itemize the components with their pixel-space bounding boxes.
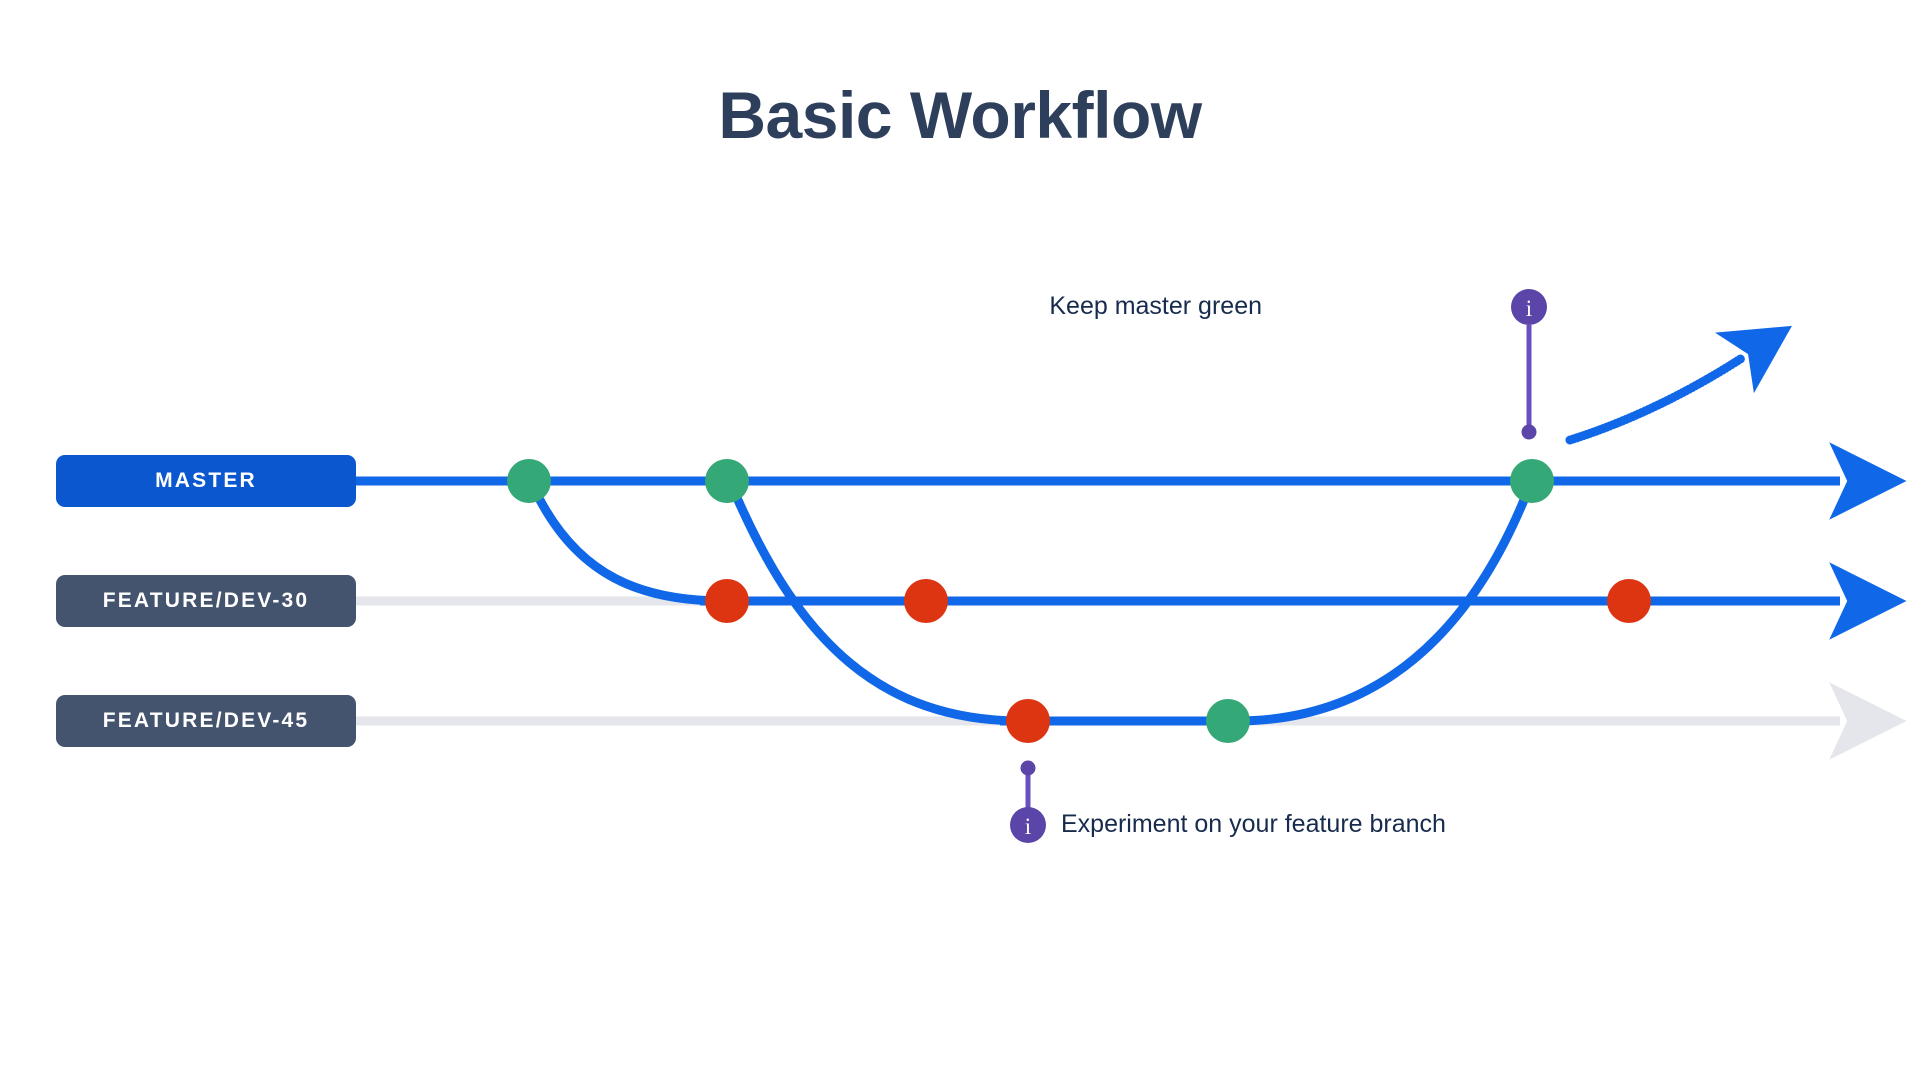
future-dotted-arrow [1565,325,1792,445]
branch-badge-master[interactable]: MASTER [56,455,356,507]
commit-dot-dev30-1[interactable] [705,579,749,623]
merge-curve-dev45-to-master [1231,495,1529,726]
info-icon-master-circle [1511,289,1547,325]
page-title: Basic Workflow [718,78,1202,152]
branch-badge-feature-dev-30[interactable]: FEATURE/DEV-30 [56,575,356,627]
branch-curve-master-to-dev45 [733,495,1027,726]
info-icon-feature-glyph: i [1025,814,1031,839]
callout-feature-anchor-dot [1020,760,1036,776]
info-icon-master-glyph: i [1526,296,1532,321]
info-icon-feature-circle [1010,807,1046,843]
commit-dot-master-3-merge[interactable] [1510,459,1554,503]
commit-dot-dev30-3[interactable] [1607,579,1651,623]
callout-label-keep-master-green: Keep master green [1049,292,1262,320]
commit-dot-master-2[interactable] [705,459,749,503]
info-icon-master[interactable]: i [1511,289,1547,325]
callout-master-connector [1521,325,1537,440]
callout-label-experiment-feature-branch: Experiment on your feature branch [1061,810,1446,838]
commit-dot-dev45-2[interactable] [1206,699,1250,743]
commit-dot-dev45-1[interactable] [1006,699,1050,743]
branch-badge-feature-dev-45[interactable]: FEATURE/DEV-45 [56,695,356,747]
callout-feature-connector [1020,760,1036,808]
info-icon-feature[interactable]: i [1010,807,1046,843]
commit-dot-master-1[interactable] [507,459,551,503]
commit-dot-dev30-2[interactable] [904,579,948,623]
callout-master-anchor-dot [1521,424,1537,440]
branch-curve-master-to-dev30 [535,495,729,606]
